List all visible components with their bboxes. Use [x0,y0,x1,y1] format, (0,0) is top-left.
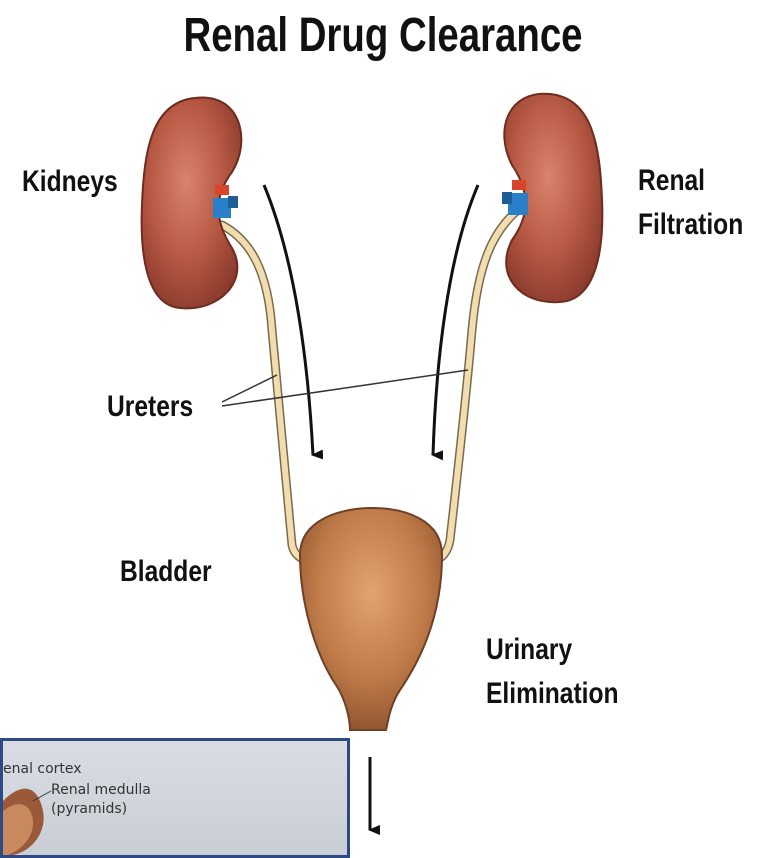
inset-pyramids-label: (pyramids) [51,801,127,817]
inset-renal-cortex-label: enal cortex [3,761,82,777]
label-elimination: Elimination [486,677,619,711]
left-kidney [142,97,242,308]
ureter-pointer-left [222,375,277,402]
label-urinary: Urinary [486,633,572,667]
label-ureters: Ureters [107,390,193,424]
bladder-organ [300,508,442,730]
label-renal: Renal [638,164,705,198]
label-bladder: Bladder [120,555,212,589]
kidney-section-image [3,741,347,855]
kidney-cross-section-inset: enal cortex Renal medulla (pyramids) [0,738,350,858]
label-filtration: Filtration [638,208,743,242]
page-title: Renal Drug Clearance [77,8,690,63]
label-kidneys: Kidneys [22,165,118,199]
ureter-pointer-right [222,370,468,406]
inset-renal-medulla-label: Renal medulla [51,782,151,798]
right-kidney [502,94,602,302]
